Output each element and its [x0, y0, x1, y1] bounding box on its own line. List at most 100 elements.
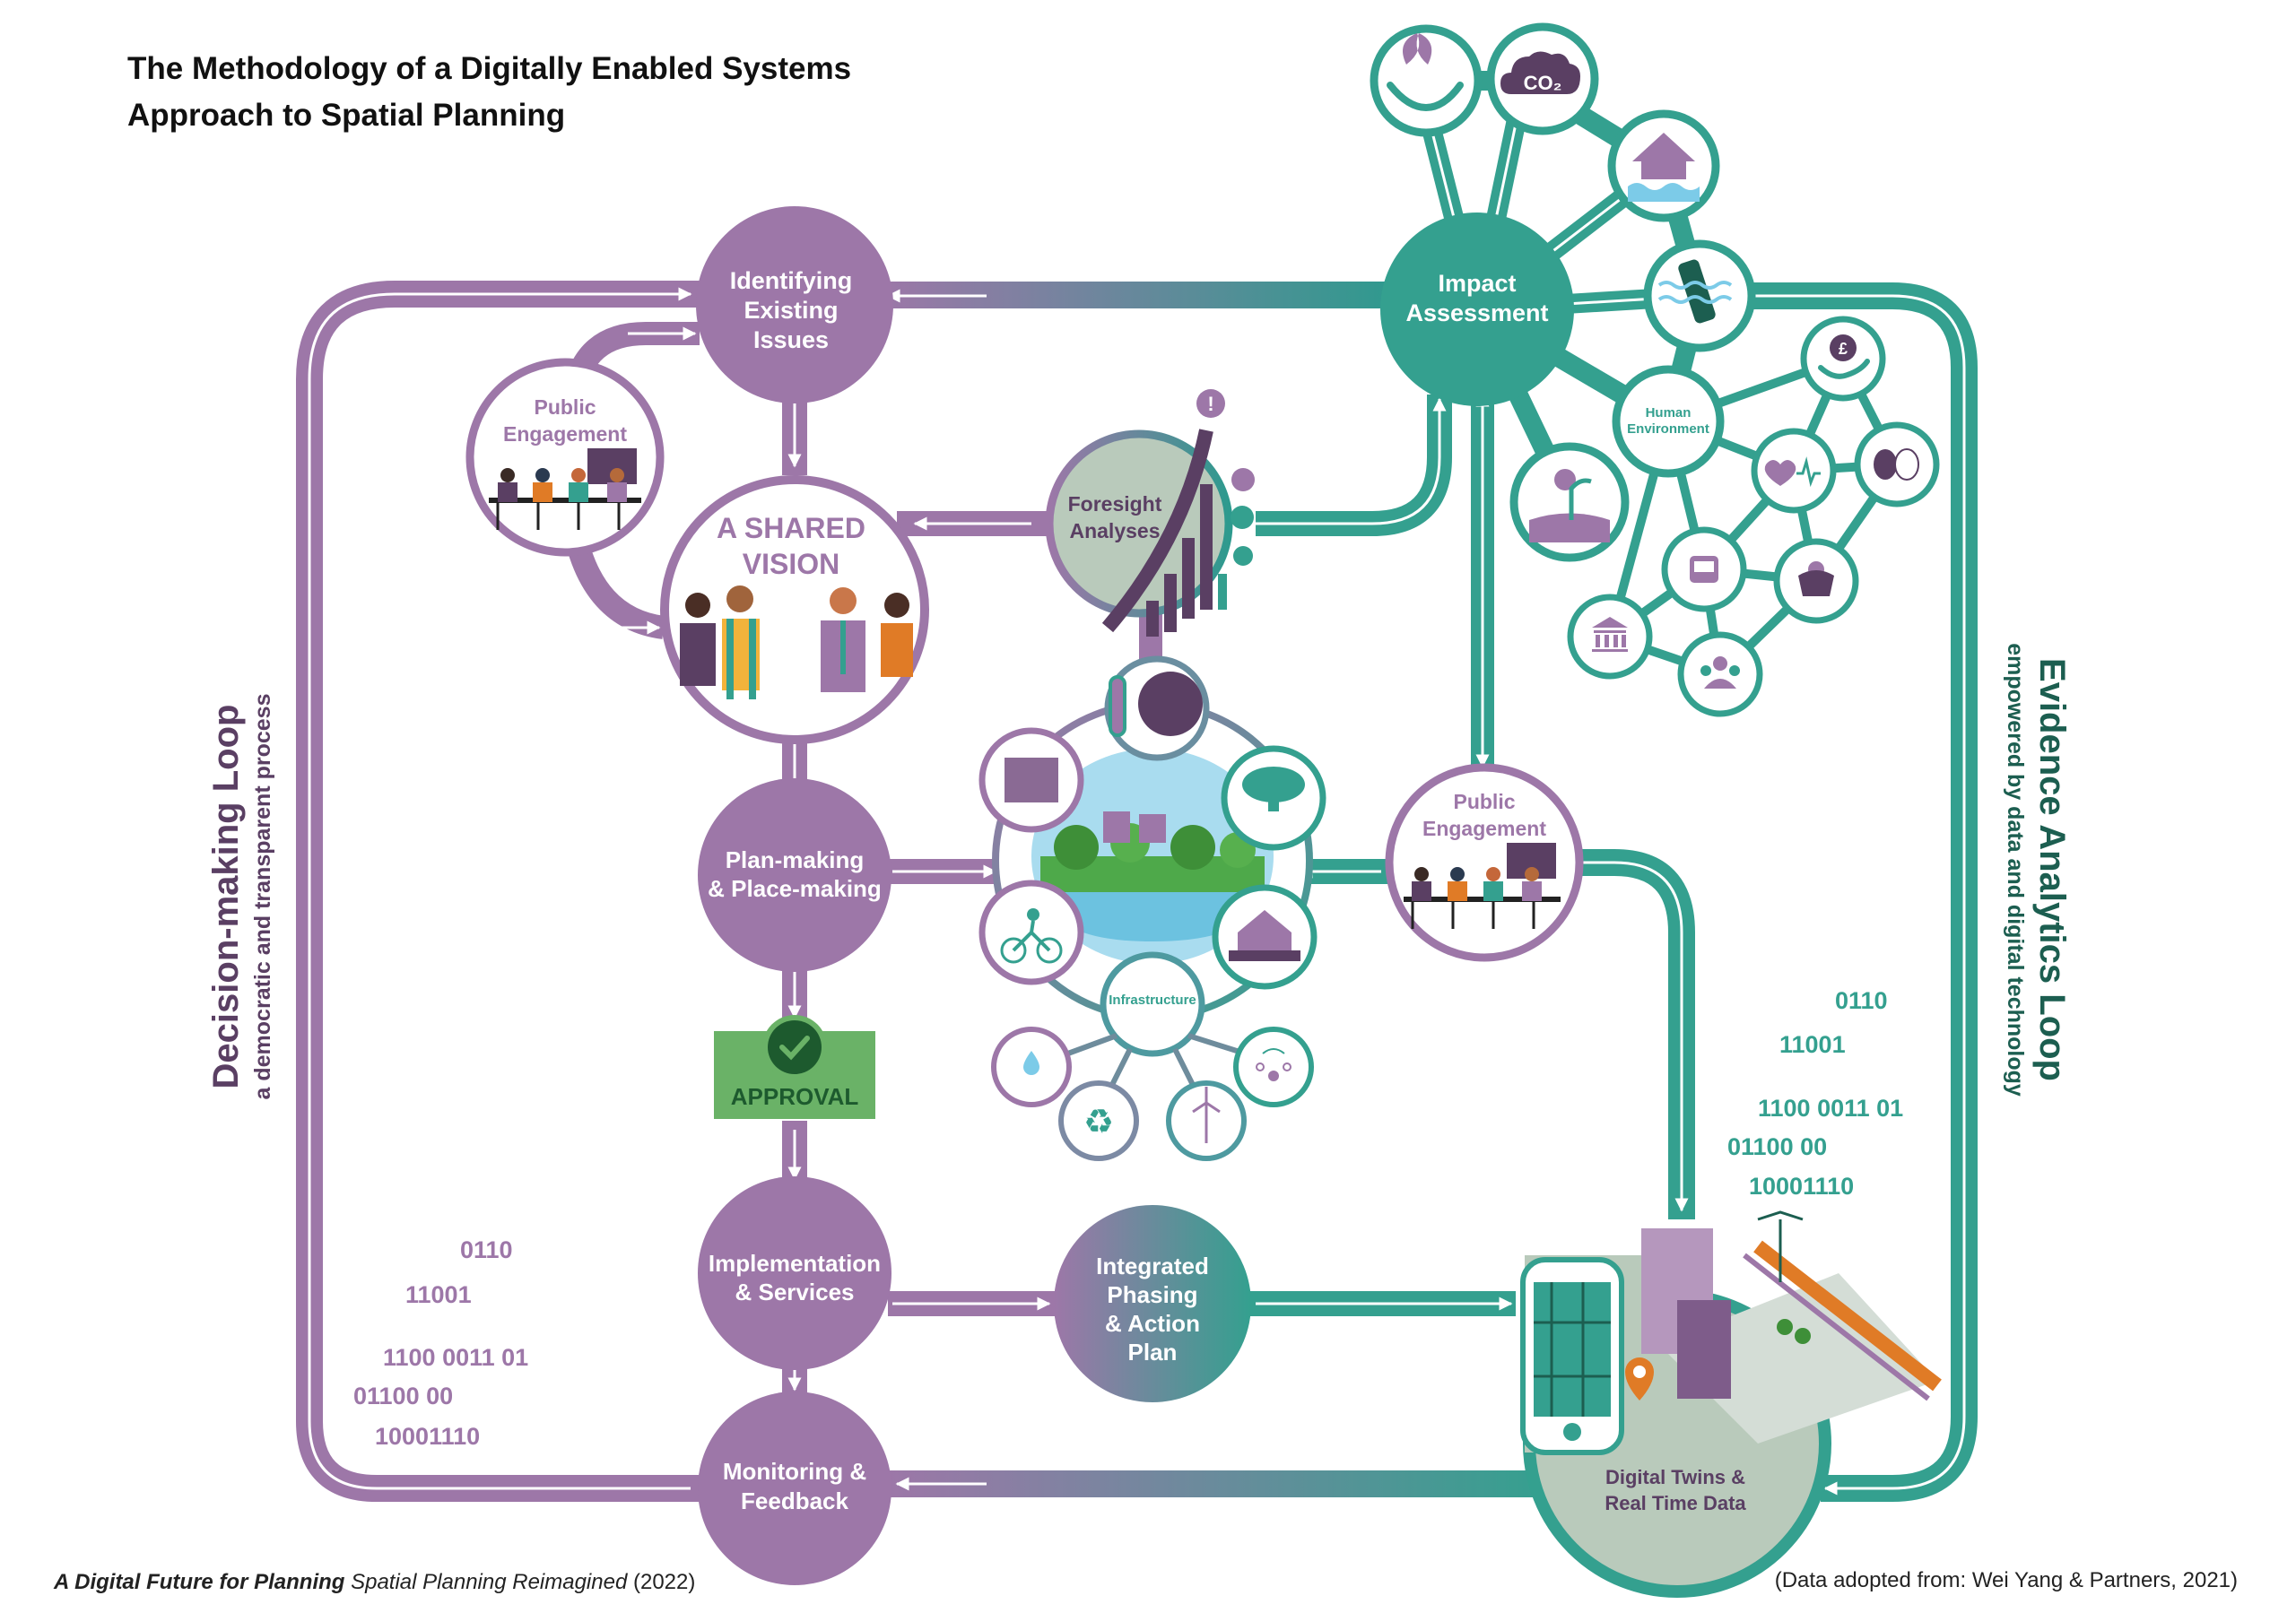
hand-plant-icon: [1403, 33, 1432, 65]
binary-right-1: 0110: [1835, 987, 1888, 1014]
connector-impact-to-identifying: [879, 282, 1399, 308]
decision-loop-title: Decision-making Loop: [206, 705, 246, 1089]
human-icon-smart-bus: [1661, 526, 1747, 612]
public-engagement-right-label-1: Public: [1453, 790, 1515, 813]
approval-badge: APPROVAL: [714, 1015, 875, 1119]
decision-loop-track: [296, 281, 700, 1502]
impact-icon-hand-plant: [1370, 24, 1483, 137]
human-icon-museum: [1567, 594, 1653, 680]
city-twin-illustration: [1641, 1210, 1942, 1444]
community-icon: [1713, 656, 1727, 671]
node-foresight-analyses: Foresight Analyses !: [1045, 389, 1255, 637]
connector-digital-twins-to-monitoring: [888, 1470, 1552, 1497]
node-human-environment: [1612, 365, 1725, 478]
meeting-illustration-icon: [489, 448, 641, 530]
water-drop-icon: [1023, 1051, 1039, 1075]
node-shared-vision: A SHARED VISION: [660, 475, 929, 744]
map-icon: [1004, 758, 1058, 802]
heart-rate-icon: [1764, 460, 1796, 486]
human-icon-community: [1677, 631, 1763, 717]
pie-icon: [1231, 468, 1255, 491]
binary-right-3: 1100 0011 01: [1758, 1095, 1903, 1122]
thermometer-globe-icon: [1138, 672, 1203, 736]
connector-foresight-to-impact: [1256, 395, 1452, 536]
smartphone-map-icon: [1520, 1257, 1624, 1455]
node-monitoring: [698, 1392, 891, 1585]
public-engagement-left-label-1: Public: [534, 395, 596, 419]
foresight-label-1: Foresight: [1068, 492, 1162, 516]
binary-right-4: 01100 00: [1727, 1133, 1827, 1160]
tree-icon: [1242, 767, 1305, 802]
connector-plan-to-infrastructure: [888, 859, 1004, 884]
pie-icon: [1231, 506, 1254, 529]
smart-network-icon: [1256, 1048, 1292, 1081]
digital-twins-label-2: Real Time Data: [1605, 1492, 1746, 1514]
binary-right: 0110 11001 1100 0011 01 01100 00 1000111…: [1727, 987, 1903, 1200]
theatre-masks-icon: [1874, 449, 1897, 480]
footer-source: (Data adopted from: Wei Yang & Partners,…: [1775, 1568, 2238, 1592]
title-line-2: Approach to Spatial Planning: [127, 98, 565, 133]
integrated-label-1: Integrated: [1096, 1253, 1209, 1279]
impact-icon-co2: CO₂: [1486, 22, 1599, 135]
approval-label: APPROVAL: [731, 1083, 859, 1110]
svg-text:!: !: [1207, 393, 1213, 415]
svg-text:CO₂: CO₂: [1524, 72, 1562, 94]
human-env-label-1: Human: [1646, 405, 1692, 421]
binary-left-2: 11001: [405, 1281, 472, 1308]
meeting-illustration-icon: [1404, 843, 1561, 929]
node-implementation: [698, 1176, 891, 1370]
co2-cloud-icon: [1500, 51, 1580, 94]
foresight-label-2: Analyses: [1069, 519, 1160, 542]
soil-plant-icon: [1554, 469, 1576, 490]
footer-book-title: A Digital Future for Planning: [53, 1570, 345, 1594]
node-digital-twins: Digital Twins & Real Time Data: [1520, 1210, 1942, 1598]
plan-making-label-1: Plan-making: [726, 846, 865, 873]
public-engagement-right-label-2: Engagement: [1422, 817, 1546, 840]
infrastructure-label: Infrastructure: [1109, 993, 1196, 1008]
evidence-loop-subtitle: empowered by data and digital technology: [2003, 643, 2028, 1097]
location-pin-icon: [1625, 1357, 1654, 1401]
footer-citation: A Digital Future for Planning Spatial Pl…: [53, 1570, 695, 1594]
shared-vision-label-2: VISION: [743, 548, 839, 580]
identifying-label-3: Issues: [753, 326, 829, 353]
binary-left-1: 0110: [460, 1236, 513, 1263]
connector-engagement-to-digital-twins: [1578, 849, 1695, 1219]
impact-label-1: Impact: [1438, 270, 1516, 297]
identifying-label-1: Identifying: [730, 267, 853, 294]
binary-left-4: 01100 00: [353, 1383, 453, 1409]
node-integrated-phasing: [1054, 1205, 1251, 1402]
decision-loop-subtitle: a democratic and transparent process: [250, 694, 275, 1100]
binary-left: 0110 11001 1100 0011 01 01100 00 1000111…: [353, 1236, 528, 1450]
node-impact-assessment: [1380, 212, 1574, 406]
growth-chart-icon: [1101, 429, 1227, 637]
connector-implementation-to-integrated: [888, 1291, 1058, 1316]
binary-right-2: 11001: [1779, 1031, 1846, 1058]
decision-loop-label: Decision-making Loop a democratic and tr…: [206, 694, 275, 1100]
human-icon-hand-money: £: [1800, 316, 1886, 402]
shared-vision-label-1: A SHARED: [717, 512, 865, 544]
museum-icon: [1592, 617, 1628, 652]
alert-icon: [1196, 389, 1225, 418]
town-hall-icon: [1238, 910, 1292, 950]
node-public-engagement-left: Public Engagement: [465, 358, 665, 557]
node-public-engagement-right: Public Engagement: [1385, 763, 1584, 962]
binary-right-5: 10001110: [1749, 1173, 1854, 1200]
people-handshake-illustration-icon: [680, 585, 913, 699]
checkmark-icon: [768, 1020, 822, 1074]
wind-turbine-icon: [1192, 1087, 1221, 1143]
hand-money-icon: [1830, 334, 1857, 361]
monitoring-label-2: Feedback: [741, 1487, 848, 1514]
node-identifying-issues: [696, 206, 893, 403]
footer-year: (2022): [627, 1570, 695, 1594]
connector-impact-engagement: [1471, 386, 1494, 780]
connector-integrated-to-digital-twins: [1247, 1291, 1516, 1316]
binary-left-3: 1100 0011 01: [383, 1344, 528, 1371]
evidence-loop-label: Evidence Analytics Loop empowered by dat…: [2003, 643, 2072, 1097]
integrated-label-2: Phasing: [1107, 1281, 1197, 1308]
flooded-house-icon: [1632, 133, 1695, 179]
pie-icon: [1233, 546, 1253, 566]
evidence-loop-track: [1749, 282, 1978, 1502]
implementation-label-1: Implementation: [709, 1250, 881, 1277]
human-env-label-2: Environment: [1627, 421, 1709, 437]
